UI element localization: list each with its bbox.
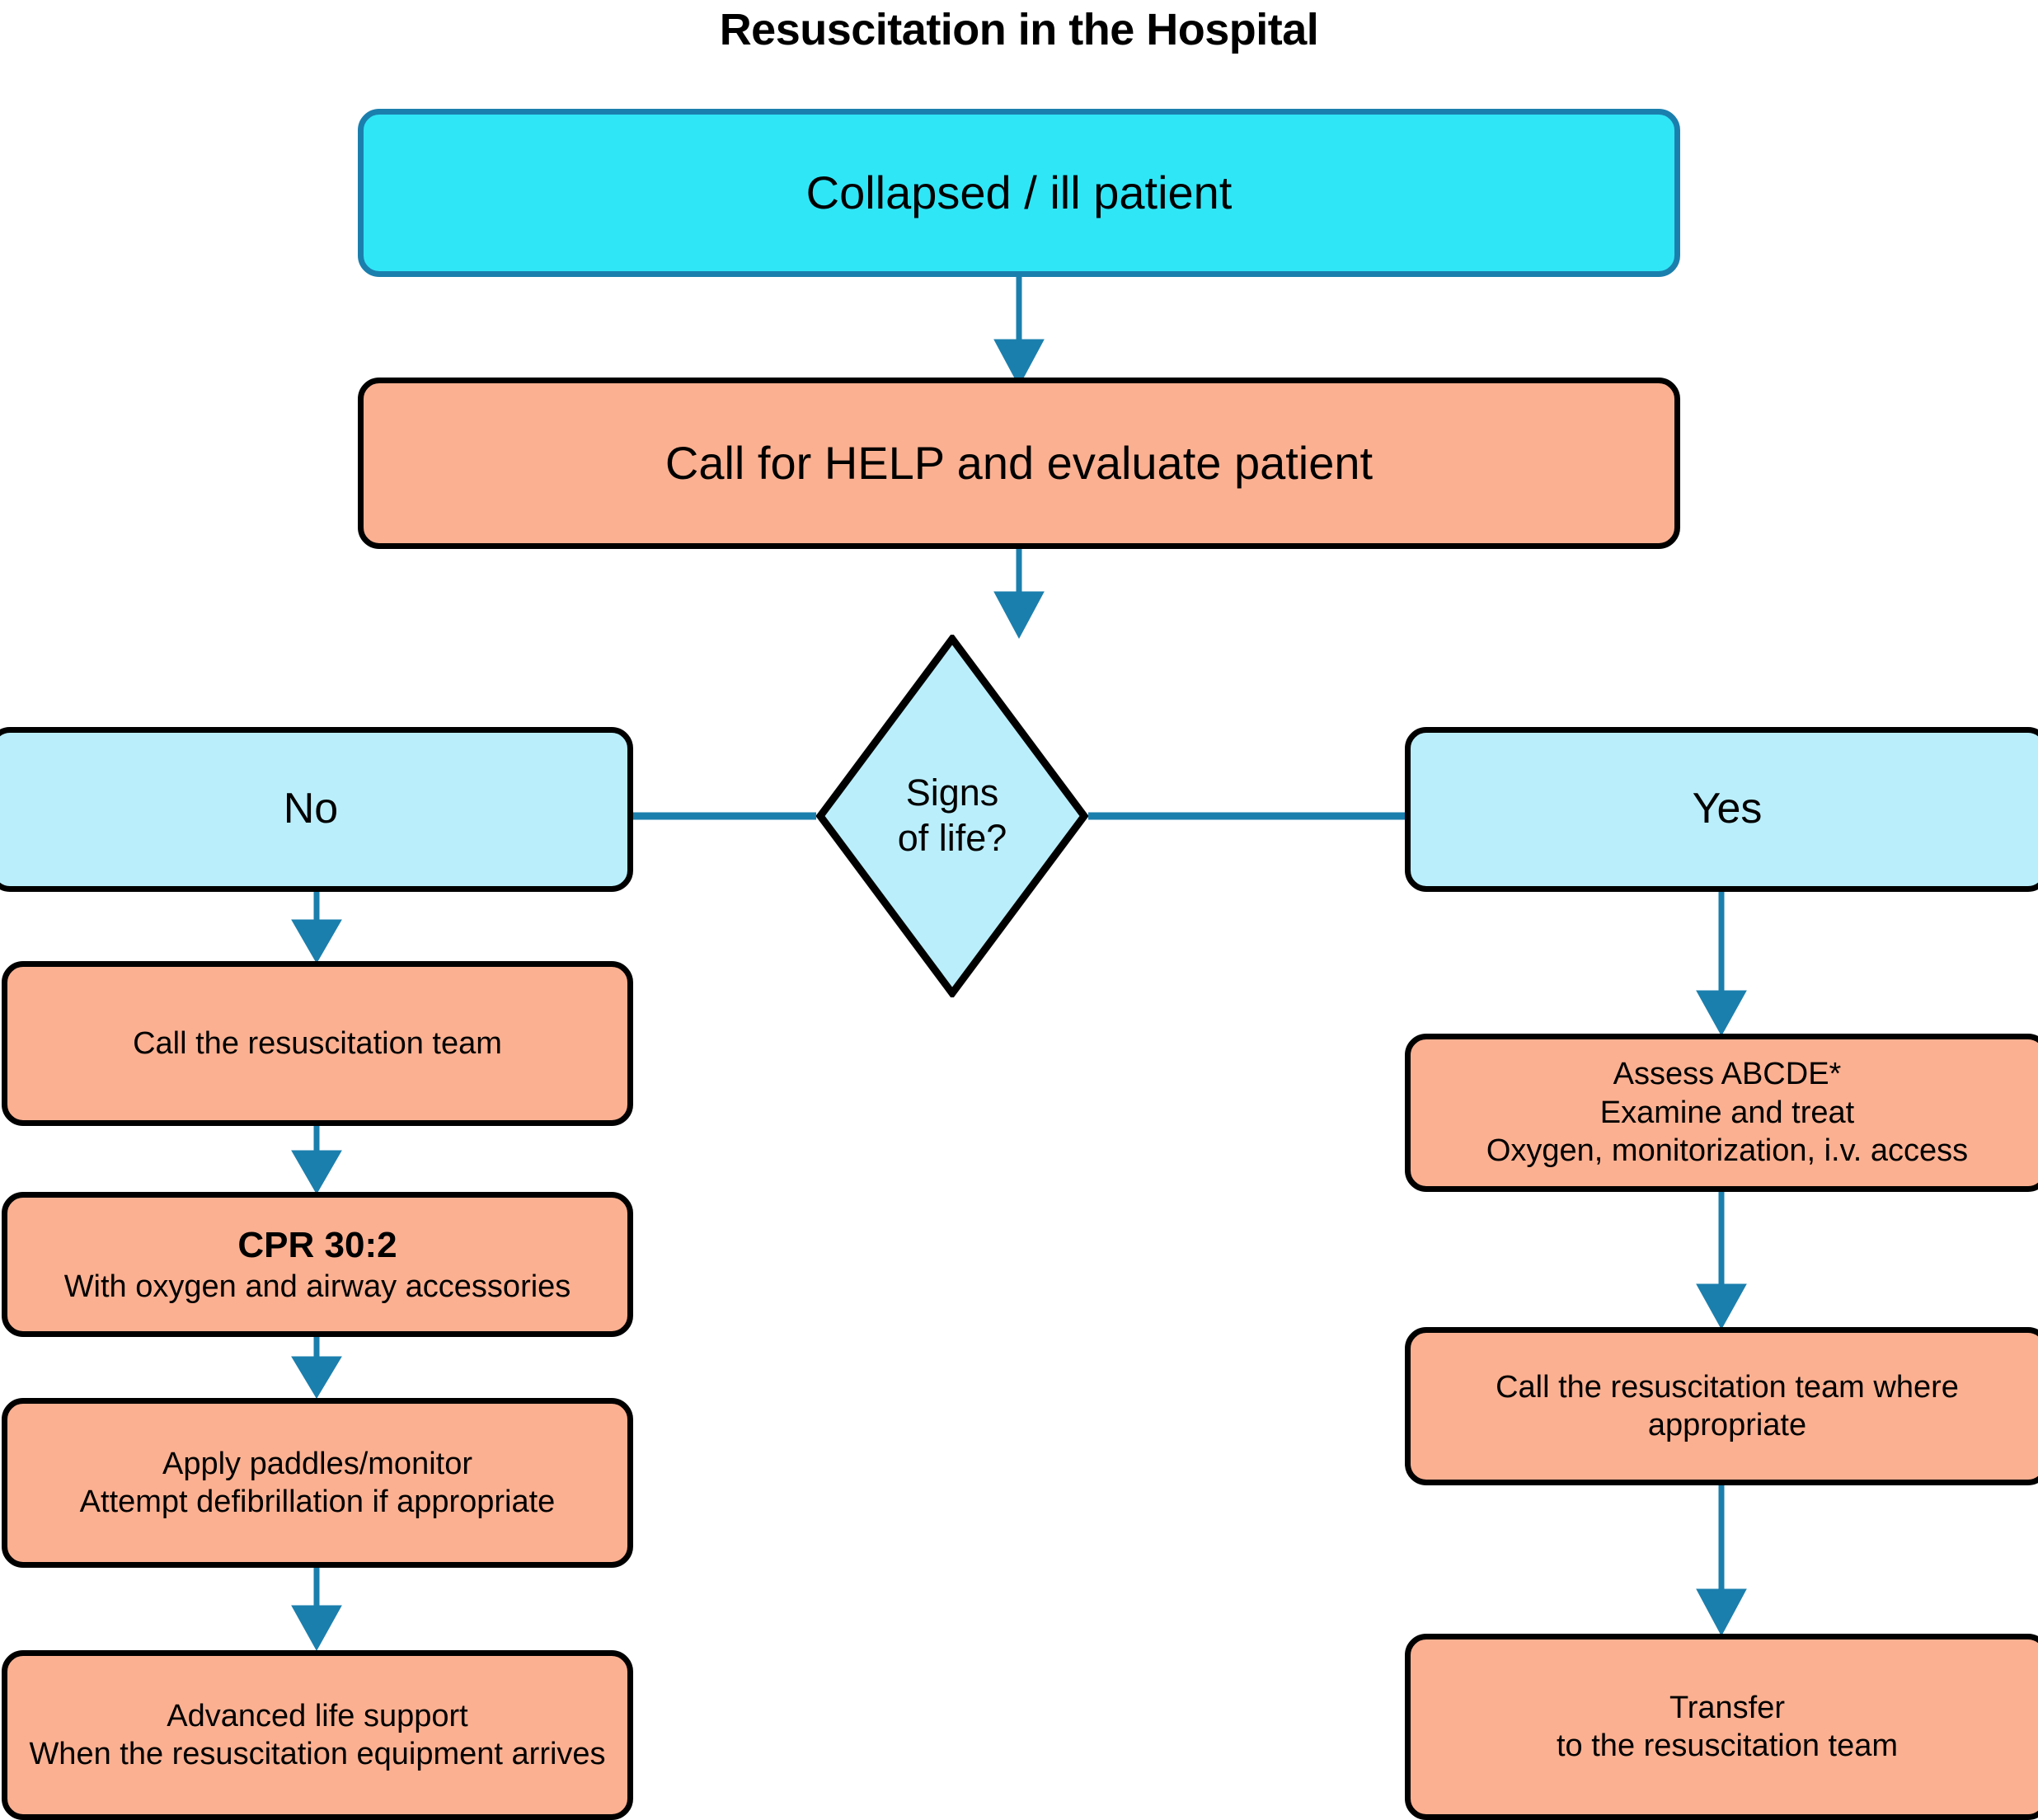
node-label-line-1: Advanced life support <box>167 1698 468 1733</box>
node-branch-yes[interactable]: Yes <box>1405 727 2038 892</box>
node-label-line-2: With oxygen and airway accessories <box>63 1269 571 1304</box>
node-transfer-to-resuscitation-team[interactable]: Transfer to the resuscitation team <box>1405 1634 2038 1820</box>
node-label-line-1: CPR 30:2 <box>237 1224 397 1265</box>
node-apply-paddles-monitor[interactable]: Apply paddles/monitor Attempt defibrilla… <box>2 1398 633 1568</box>
edge-no-to-left-1 <box>291 892 342 964</box>
diamond-shape <box>816 635 1088 997</box>
edge-left-3-to-left-4 <box>291 1566 342 1652</box>
node-label-line-2: When the resuscitation equipment arrives <box>29 1737 606 1771</box>
node-label: Yes <box>1692 785 1763 833</box>
node-cpr-30-2[interactable]: CPR 30:2 With oxygen and airway accessor… <box>2 1192 633 1337</box>
node-label: Transfer to the resuscitation team <box>1411 1689 2038 1766</box>
edge-left-1-to-left-2 <box>291 1126 342 1195</box>
node-label-line-1: Apply paddles/monitor <box>162 1446 472 1481</box>
edge-right-2-to-right-3 <box>1696 1484 1747 1637</box>
edge-right-1-to-right-2 <box>1696 1190 1747 1330</box>
node-label: Call the resuscitation team <box>133 1025 502 1061</box>
node-advanced-life-support[interactable]: Advanced life support When the resuscita… <box>2 1650 633 1820</box>
node-label: Collapsed / ill patient <box>805 166 1233 218</box>
edge-call-help-to-decision <box>993 549 1045 640</box>
node-label: Call for HELP and evaluate patient <box>664 436 1374 489</box>
page-title: Resuscitation in the Hospital <box>719 5 1319 54</box>
node-label-line-2: Examine and treat <box>1599 1095 1855 1130</box>
node-label: Assess ABCDE* Examine and treat Oxygen, … <box>1411 1055 2038 1170</box>
edge-left-2-to-left-3 <box>291 1335 342 1399</box>
node-label-line-1: Assess ABCDE* <box>1613 1057 1842 1092</box>
node-label: Call the resuscitation team where approp… <box>1411 1368 2038 1445</box>
node-call-for-help[interactable]: Call for HELP and evaluate patient <box>358 378 1680 549</box>
node-call-resuscitation-team-where-appropriate[interactable]: Call the resuscitation team where approp… <box>1405 1327 2038 1485</box>
node-label-line-2: Attempt defibrillation if appropriate <box>79 1485 556 1519</box>
node-branch-no[interactable]: No <box>0 727 633 892</box>
node-collapsed-ill-patient[interactable]: Collapsed / ill patient <box>358 109 1680 277</box>
node-signs-of-life-decision[interactable]: Signs of life? <box>816 635 1088 997</box>
edge-yes-to-right-1 <box>1696 892 1747 1037</box>
node-label-line-2: to the resuscitation team <box>1557 1729 1898 1763</box>
node-label: Apply paddles/monitor Attempt defibrilla… <box>7 1445 627 1522</box>
node-call-resuscitation-team[interactable]: Call the resuscitation team <box>2 961 633 1126</box>
node-label: CPR 30:2 With oxygen and airway accessor… <box>7 1223 627 1306</box>
node-assess-abcde[interactable]: Assess ABCDE* Examine and treat Oxygen, … <box>1405 1034 2038 1192</box>
node-label: No <box>283 785 339 833</box>
node-label-line-1: Transfer <box>1669 1690 1786 1725</box>
node-label-line-1: Call the resuscitation team where <box>1496 1369 1959 1405</box>
node-label-line-3: Oxygen, monitorization, i.v. access <box>1486 1133 1969 1169</box>
node-label: Advanced life support When the resuscita… <box>7 1697 627 1774</box>
node-label-line-2: appropriate <box>1647 1408 1807 1442</box>
edge-start-to-call-help <box>993 277 1045 387</box>
